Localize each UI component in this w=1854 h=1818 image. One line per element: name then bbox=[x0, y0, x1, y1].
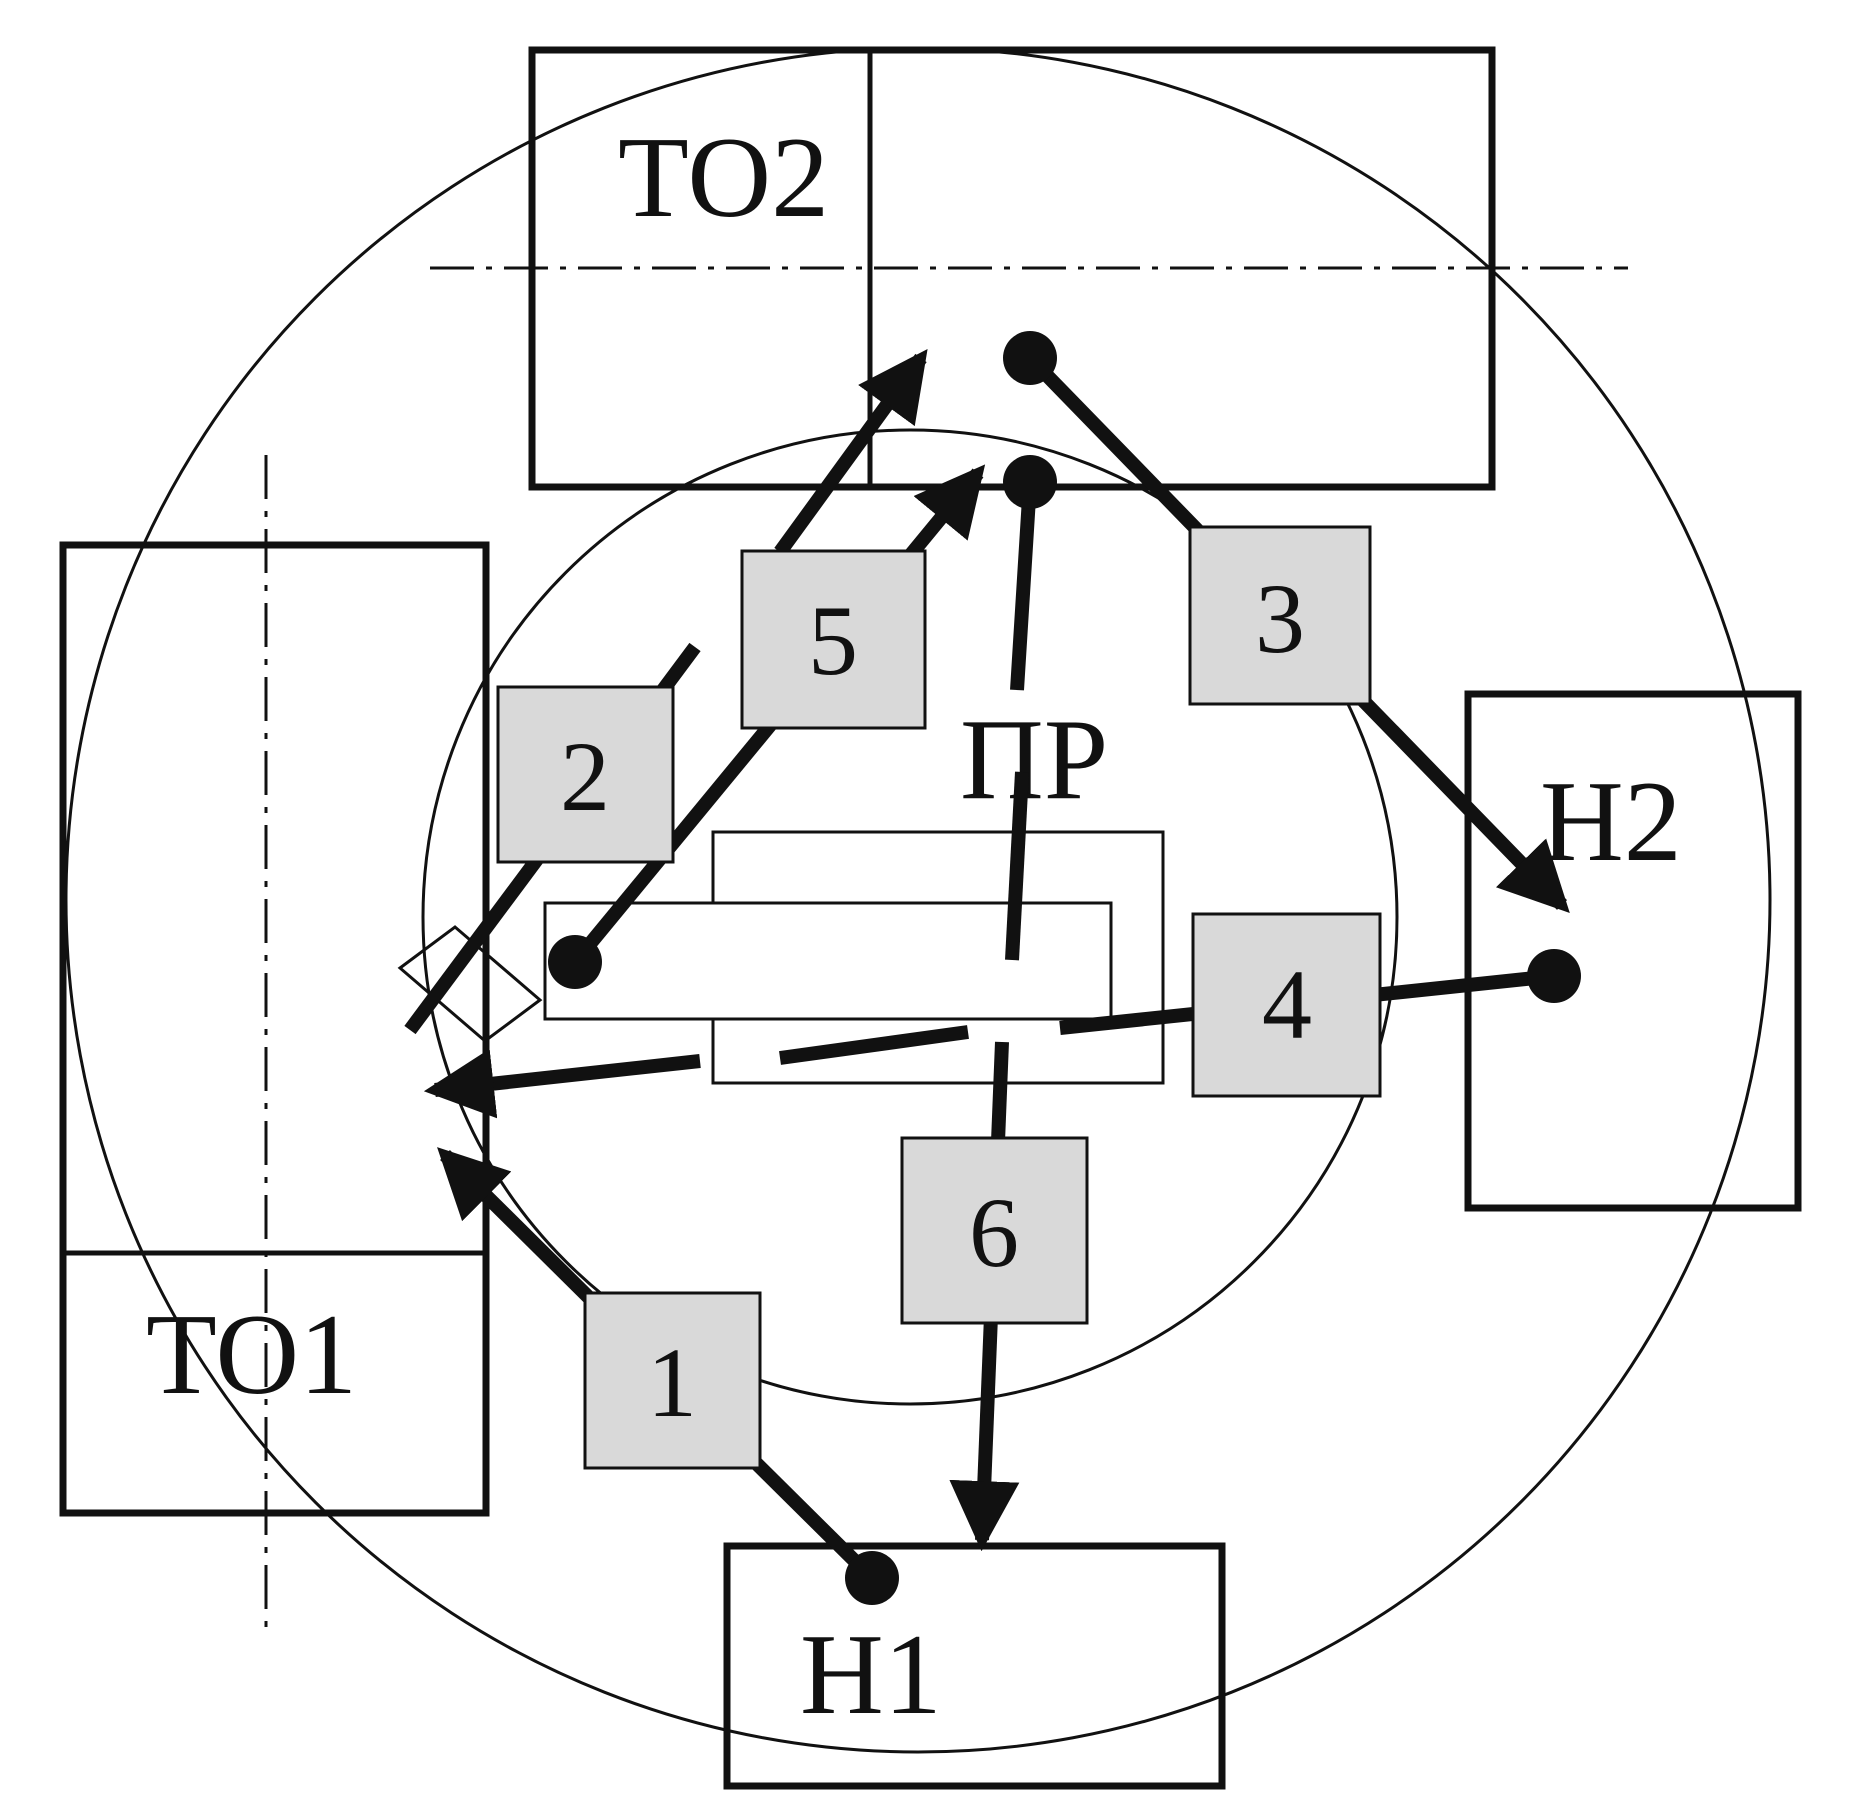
endpoint-to2 bbox=[1003, 331, 1057, 385]
endpoints bbox=[548, 331, 1581, 1605]
svg-text:2: 2 bbox=[560, 721, 610, 832]
storage-n2: Н2 bbox=[1464, 690, 1802, 1212]
path-pr-vertical-a bbox=[1010, 481, 1037, 691]
step-box-4: 4 bbox=[1191, 912, 1382, 1098]
endpoint-n2 bbox=[1527, 949, 1581, 1003]
step-box-5: 5 bbox=[740, 549, 927, 730]
label-n2: Н2 bbox=[1540, 758, 1682, 886]
svg-text:4: 4 bbox=[1262, 949, 1312, 1060]
gripper-outline bbox=[397, 925, 543, 1043]
equipment-to2: ТО2 bbox=[430, 46, 1628, 491]
endpoint-n1 bbox=[845, 1551, 899, 1605]
path-4b bbox=[779, 1025, 969, 1065]
endpoint-pr-top bbox=[1003, 455, 1057, 509]
svg-text:1: 1 bbox=[647, 1327, 697, 1438]
path-pr-vertical-b bbox=[1005, 771, 1029, 961]
step-box-3: 3 bbox=[1188, 525, 1372, 706]
label-to1: ТО1 bbox=[146, 1291, 357, 1419]
label-n1: Н1 bbox=[800, 1611, 942, 1739]
step-box-1: 1 bbox=[583, 1291, 762, 1470]
svg-text:6: 6 bbox=[969, 1177, 1019, 1288]
inner-work-zone-circle bbox=[421, 428, 1399, 1406]
svg-text:3: 3 bbox=[1255, 563, 1305, 674]
endpoint-to1 bbox=[548, 935, 602, 989]
path-4c bbox=[423, 1048, 701, 1119]
robot-pr: ПР bbox=[397, 696, 1165, 1085]
storage-n1: Н1 bbox=[723, 1542, 1226, 1790]
equipment-to1: ТО1 bbox=[59, 455, 490, 1630]
step-box-2: 2 bbox=[496, 685, 675, 864]
label-pr: ПР bbox=[960, 696, 1108, 824]
label-to2: ТО2 bbox=[618, 114, 829, 242]
step-box-6: 6 bbox=[900, 1136, 1089, 1325]
path-5b bbox=[774, 348, 928, 557]
svg-text:5: 5 bbox=[808, 585, 858, 696]
